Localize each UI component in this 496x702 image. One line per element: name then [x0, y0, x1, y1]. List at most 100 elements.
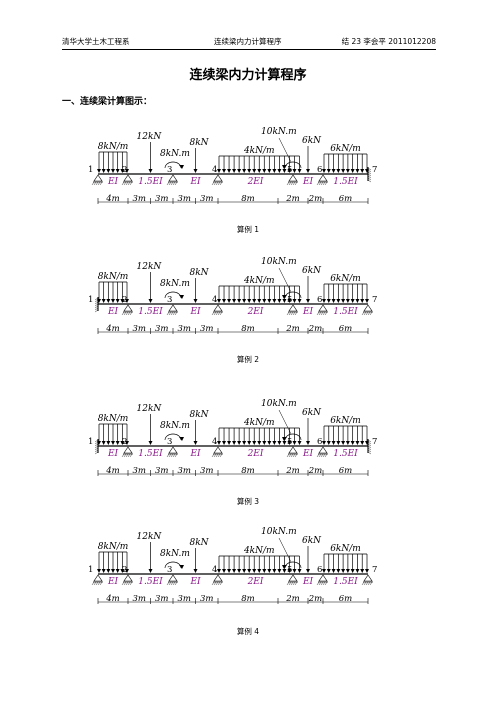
node-label-1: 1: [88, 565, 93, 575]
moment-10-leader: [278, 267, 292, 293]
dimension-1: 4m: [105, 594, 119, 604]
moment-10-leader: [278, 537, 292, 563]
page-title: 连续梁内力计算程序: [189, 68, 307, 83]
stiffness-label-4: 2EI: [247, 449, 264, 459]
dimension-8: 2m: [308, 466, 322, 476]
stiffness-label-1: EI: [107, 577, 119, 587]
dimension-4: 3m: [178, 194, 191, 204]
beam-svg: 12345678kN/m12kN8kN.m8kN4kN/m10kN.m6kN6k…: [88, 399, 377, 476]
point-load-8-label: 8kN: [190, 268, 210, 278]
udl-mid-label: 4kN/m: [243, 418, 275, 428]
support-node-4: [213, 574, 223, 582]
udl-left-label: 8kN/m: [98, 272, 129, 282]
right-hinge-support: [363, 574, 373, 582]
right-hinge-support: [363, 304, 373, 312]
point-load-6-label: 6kN: [302, 136, 322, 146]
node-label-4: 4: [212, 437, 217, 447]
stiffness-label-4: 2EI: [247, 307, 264, 317]
node-label-7: 7: [372, 437, 377, 447]
udl-mid-label: 4kN/m: [243, 276, 275, 286]
dimension-5: 3m: [200, 194, 213, 204]
moment-8-label: 8kN.m: [160, 279, 190, 289]
dimension-7: 2m: [285, 594, 299, 604]
dimension-6: 8m: [241, 466, 254, 476]
stiffness-label-3: EI: [189, 577, 201, 587]
beam-diagram-4: 12345678kN/m12kN8kN.m8kN4kN/m10kN.m6kN6k…: [80, 526, 420, 616]
support-node-4: [213, 174, 223, 182]
beam-svg: 12345678kN/m12kN8kN.m8kN4kN/m10kN.m6kN6k…: [88, 257, 377, 334]
udl-mid-label: 4kN/m: [243, 546, 275, 556]
support-node-4: [213, 304, 223, 312]
point-load-12-label: 12kN: [137, 532, 163, 542]
udl-right-label: 6kN/m: [330, 416, 361, 426]
moment-10-label: 10kN.m: [261, 127, 297, 137]
point-load-12-head: [148, 569, 153, 573]
point-load-12-label: 12kN: [137, 262, 163, 272]
support-node-5: [288, 446, 298, 454]
point-load-8-head: [193, 169, 198, 173]
beam-diagram-3: 12345678kN/m12kN8kN.m8kN4kN/m10kN.m6kN6k…: [80, 398, 420, 488]
beam-svg: 12345678kN/m12kN8kN.m8kN4kN/m10kN.m6kN6k…: [88, 527, 377, 604]
point-load-6-label: 6kN: [302, 408, 322, 418]
figure-caption-3: 算例 3: [236, 497, 260, 506]
support-node-2: [123, 574, 133, 582]
dimension-7: 2m: [285, 324, 299, 334]
stiffness-label-2: 1.5EI: [138, 307, 163, 317]
dimension-5: 3m: [200, 466, 213, 476]
node-label-4: 4: [212, 165, 217, 175]
dimension-2: 3m: [133, 324, 146, 334]
stiffness-label-5: EI: [302, 177, 314, 187]
support-node-2: [123, 174, 133, 182]
dimension-8: 2m: [308, 594, 322, 604]
dimension-1: 4m: [105, 324, 119, 334]
stiffness-label-1: EI: [107, 307, 119, 317]
node-label-3: 3: [167, 565, 172, 575]
stiffness-label-1: EI: [107, 177, 119, 187]
node-label-1: 1: [88, 437, 93, 447]
dimension-9: 6m: [339, 594, 352, 604]
udl-right-label: 6kN/m: [330, 274, 361, 284]
node-label-4: 4: [212, 565, 217, 575]
point-load-12-head: [148, 441, 153, 445]
node-label-6: 6: [317, 295, 322, 305]
node-label-6: 6: [317, 437, 322, 447]
moment-8-label: 8kN.m: [160, 421, 190, 431]
support-node-3: [168, 304, 178, 312]
dimension-5: 3m: [200, 594, 213, 604]
stiffness-label-5: EI: [302, 449, 314, 459]
left-hinge-support: [93, 574, 103, 582]
header-center: 连续梁内力计算程序: [214, 37, 282, 46]
moment-8-label: 8kN.m: [160, 149, 190, 159]
node-label-2: 2: [122, 295, 127, 305]
dimension-8: 2m: [308, 194, 322, 204]
figure-caption-2: 算例 2: [236, 355, 260, 364]
support-node-3: [168, 446, 178, 454]
dimension-2: 3m: [133, 194, 146, 204]
point-load-12-head: [148, 299, 153, 303]
support-node-2: [123, 446, 133, 454]
stiffness-label-5: EI: [302, 307, 314, 317]
dimension-4: 3m: [178, 466, 191, 476]
point-load-8-head: [193, 441, 198, 445]
dimension-3: 3m: [155, 194, 168, 204]
support-node-3: [168, 174, 178, 182]
dimension-2: 3m: [133, 466, 146, 476]
moment-8-label: 8kN.m: [160, 549, 190, 559]
beam-diagram-1: 12345678kN/m12kN8kN.m8kN4kN/m10kN.m6kN6k…: [80, 126, 420, 216]
support-node-4: [213, 446, 223, 454]
support-node-5: [288, 174, 298, 182]
stiffness-label-3: EI: [189, 307, 201, 317]
point-load-12-label: 12kN: [137, 404, 163, 414]
node-label-1: 1: [88, 165, 93, 175]
node-label-2: 2: [122, 565, 127, 575]
header-rule: [62, 49, 436, 50]
node-label-3: 3: [167, 437, 172, 447]
figure-caption-1: 算例 1: [236, 225, 260, 234]
point-load-8-label: 8kN: [190, 538, 210, 548]
udl-right-label: 6kN/m: [330, 144, 361, 154]
moment-10-leader: [278, 409, 292, 435]
dimension-6: 8m: [241, 194, 254, 204]
point-load-6-label: 6kN: [302, 536, 322, 546]
section-heading: 一、连续梁计算图示：: [62, 97, 153, 107]
left-hinge-support: [93, 174, 103, 182]
